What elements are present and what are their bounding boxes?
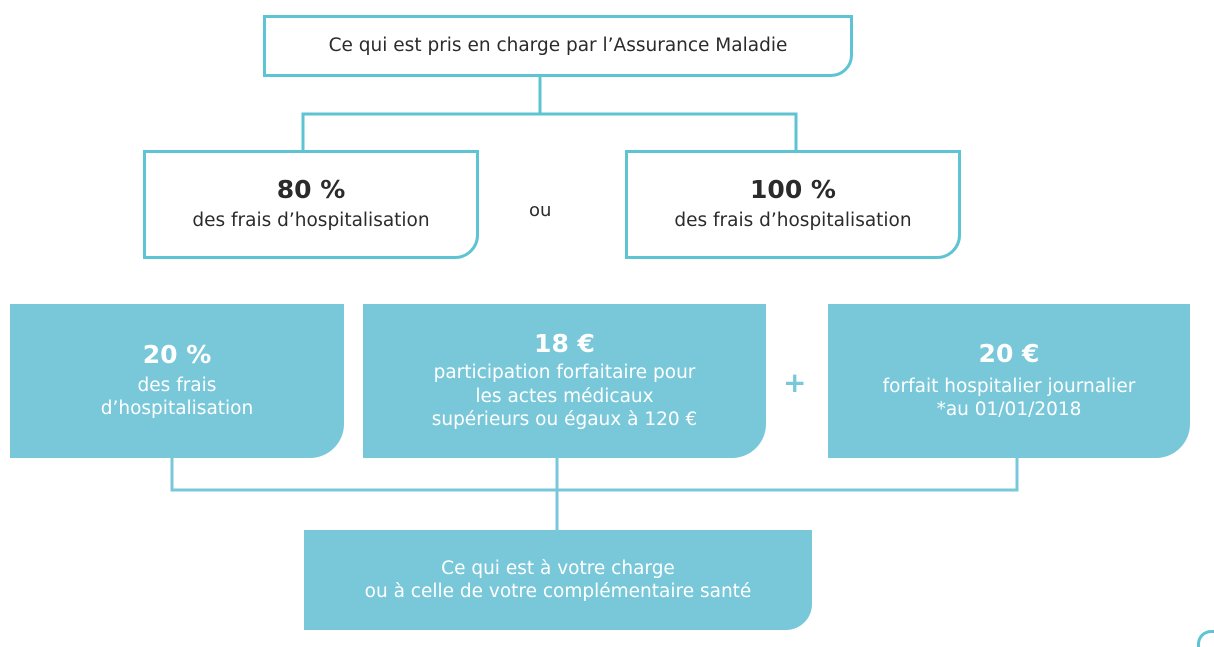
cost-1-value: 20 %	[142, 340, 212, 370]
cost-2-line3: supérieurs ou égaux à 120 €	[431, 409, 698, 431]
plus-sign: +	[783, 366, 807, 399]
cost-2-line2: les actes médicaux	[475, 385, 654, 407]
bottom-line1: Ce qui est à votre charge	[441, 557, 675, 579]
cost-box-3: 20 € forfait hospitalier journalier *au …	[828, 304, 1190, 458]
right-option-box: 100 % des frais d’hospitalisation	[625, 150, 961, 259]
connector-top	[301, 75, 542, 150]
cost-2-line1: participation forfaitaire pour	[433, 362, 696, 384]
left-option-label: des frais d’hospitalisation	[192, 210, 430, 232]
connector-bottom-left	[170, 456, 1019, 492]
cost-3-line1: forfait hospitalier journalier	[882, 375, 1136, 397]
cost-1-line1: des frais	[137, 374, 217, 396]
separator-text: ou	[529, 200, 552, 221]
cost-1-line2: d’hospitalisation	[100, 398, 254, 420]
top-box: Ce qui est pris en charge par l’Assuranc…	[263, 15, 853, 77]
connector-top-right	[540, 112, 798, 150]
cost-2-value: 18 €	[534, 329, 595, 359]
cost-3-value: 20 €	[978, 339, 1040, 369]
top-label: Ce qui est pris en charge par l’Assuranc…	[328, 35, 788, 57]
right-option-label: des frais d’hospitalisation	[674, 210, 912, 232]
bottom-line2: ou à celle de votre complémentaire santé	[364, 581, 752, 602]
left-option-value: 80 %	[276, 175, 346, 205]
bottom-box: Ce qui est à votre charge ou à celle de …	[304, 530, 812, 630]
left-option-box: 80 % des frais d’hospitalisation	[143, 150, 479, 259]
cost-3-line2: *au 01/01/2018	[936, 399, 1082, 421]
cost-box-2: 18 € participation forfaitaire pour les …	[363, 304, 766, 458]
corner-decoration	[1197, 630, 1214, 647]
right-option-value: 100 %	[750, 175, 836, 205]
cost-box-1: 20 % des frais d’hospitalisation	[10, 304, 344, 458]
